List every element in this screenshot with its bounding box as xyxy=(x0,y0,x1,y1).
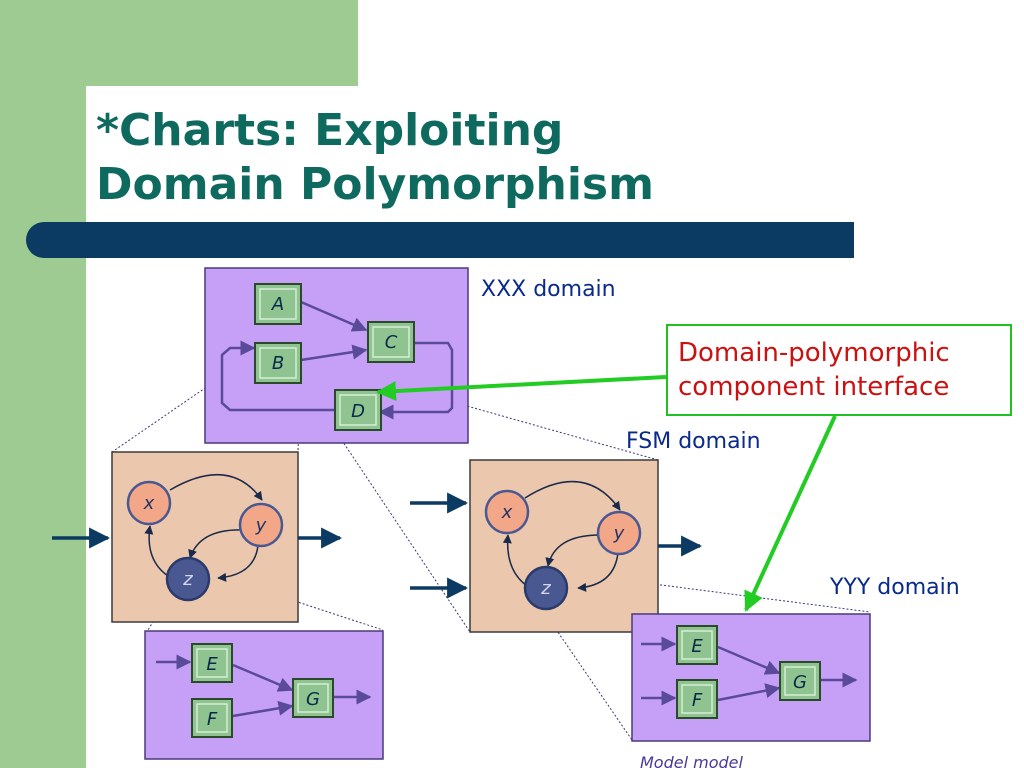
sidebar-decoration xyxy=(0,0,86,768)
state-x-right: x xyxy=(484,489,530,535)
actor-e-left: E xyxy=(191,643,233,683)
title-line-1: *Charts: Exploiting xyxy=(96,105,564,156)
state-x-right-label: x xyxy=(501,502,513,523)
actor-f-left: F xyxy=(191,698,233,738)
state-x-left: x xyxy=(126,480,172,526)
actor-e-left-label: E xyxy=(206,654,218,675)
actor-g-right-label: G xyxy=(793,672,807,693)
interface-callout: Domain-polymorphic component interface xyxy=(666,324,1012,416)
state-y-right: y xyxy=(596,510,642,556)
state-y-right-label: y xyxy=(613,523,625,544)
actor-d: D xyxy=(334,389,382,431)
actor-b-label: B xyxy=(272,353,284,374)
state-y-left-label: y xyxy=(255,515,267,536)
actor-e-right-label: E xyxy=(691,636,703,657)
page-title: *Charts: Exploiting Domain Polymorphism xyxy=(96,104,654,212)
actor-c: C xyxy=(367,321,415,363)
title-line-2: Domain Polymorphism xyxy=(96,159,654,210)
actor-e-right: E xyxy=(676,625,718,665)
state-z-right-label: z xyxy=(540,578,551,599)
actor-g-left-label: G xyxy=(306,689,320,710)
actor-b: B xyxy=(254,342,302,384)
actor-f-left-label: F xyxy=(207,709,218,730)
yyy-panel-right xyxy=(631,613,871,742)
actor-f-right: F xyxy=(676,679,718,719)
state-z-left-label: z xyxy=(182,569,193,590)
xxx-domain-label: XXX domain xyxy=(481,277,616,302)
callout-line-1: Domain-polymorphic xyxy=(678,338,950,368)
callout-line-2: component interface xyxy=(678,372,950,402)
title-underline-bar xyxy=(26,222,854,258)
actor-c-label: C xyxy=(385,332,398,353)
actor-d-label: D xyxy=(351,401,365,422)
callout-arrows xyxy=(376,375,837,612)
actor-a-label: A xyxy=(271,294,284,315)
cut-off-caption: Model model xyxy=(640,753,744,768)
state-z-right: z xyxy=(523,565,569,611)
fsm-domain-label: FSM domain xyxy=(626,429,761,454)
corner-decoration xyxy=(86,0,358,86)
actor-g-left: G xyxy=(292,678,334,718)
actor-a: A xyxy=(254,283,302,325)
actor-f-right-label: F xyxy=(692,690,703,711)
state-y-left: y xyxy=(238,502,284,548)
yyy-panel-left xyxy=(144,630,384,760)
state-x-left-label: x xyxy=(143,493,155,514)
state-z-left: z xyxy=(165,556,211,602)
yyy-domain-label: YYY domain xyxy=(829,575,960,600)
actor-g-right: G xyxy=(779,661,821,701)
